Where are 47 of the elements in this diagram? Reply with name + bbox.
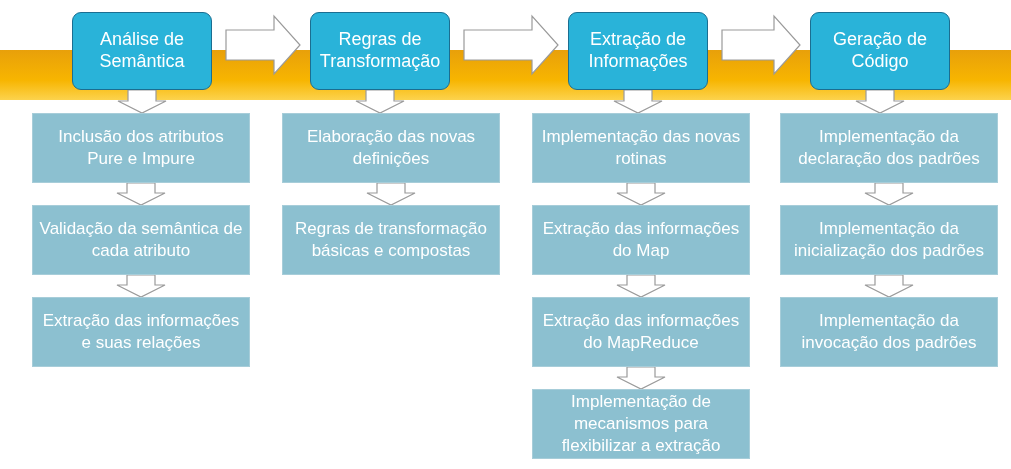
box-label: Extração de Informações — [587, 29, 689, 73]
box-label: Implementação de mecanismos para flexibilizar a extração — [560, 390, 722, 458]
block-arrow — [613, 89, 663, 114]
box-label: Regras de transformação básicas e compostas — [294, 217, 488, 262]
step-box — [780, 113, 998, 183]
phase-box — [310, 12, 450, 90]
block-arrow — [855, 89, 905, 114]
block-arrow — [366, 182, 416, 206]
box-label: Análise de Semântica — [98, 29, 186, 73]
phase-box — [810, 12, 950, 90]
step-box — [282, 113, 500, 183]
step-box — [282, 205, 500, 275]
block-arrow — [116, 274, 166, 298]
box-label: Inclusão dos atributos Pure e Impure — [57, 125, 225, 170]
box-label: Extração das informações do Map — [541, 217, 741, 262]
step-box — [32, 297, 250, 367]
block-arrow — [463, 14, 559, 76]
box-label: Implementação da declaração dos padrões — [797, 125, 981, 170]
step-box — [532, 297, 750, 367]
block-arrow — [355, 89, 405, 114]
block-arrow — [225, 14, 301, 76]
step-box — [532, 205, 750, 275]
box-label: Extração das informações do MapReduce — [541, 309, 741, 354]
step-box — [780, 205, 998, 275]
block-arrow — [616, 274, 666, 298]
phase-box — [568, 12, 708, 90]
box-label: Validação da semântica de cada atributo — [39, 217, 243, 262]
box-label: Implementação da invocação dos padrões — [800, 309, 978, 354]
block-arrow — [117, 89, 167, 114]
box-label: Implementação das novas rotinas — [540, 125, 742, 170]
box-label: Regras de Transformação — [318, 29, 442, 73]
box-label: Implementação da inicialização dos padrões — [793, 217, 985, 262]
block-arrow — [116, 182, 166, 206]
block-arrow — [616, 182, 666, 206]
step-box — [32, 113, 250, 183]
block-arrow — [721, 14, 801, 76]
step-box — [532, 113, 750, 183]
box-label: Extração das informações e suas relações — [41, 309, 241, 354]
block-arrow — [616, 366, 666, 390]
phase-box — [72, 12, 212, 90]
box-label: Elaboração das novas definições — [305, 125, 477, 170]
step-box — [780, 297, 998, 367]
step-box — [532, 389, 750, 459]
box-label: Geração de Código — [831, 29, 929, 73]
block-arrow — [864, 274, 914, 298]
block-arrow — [864, 182, 914, 206]
step-box — [32, 205, 250, 275]
